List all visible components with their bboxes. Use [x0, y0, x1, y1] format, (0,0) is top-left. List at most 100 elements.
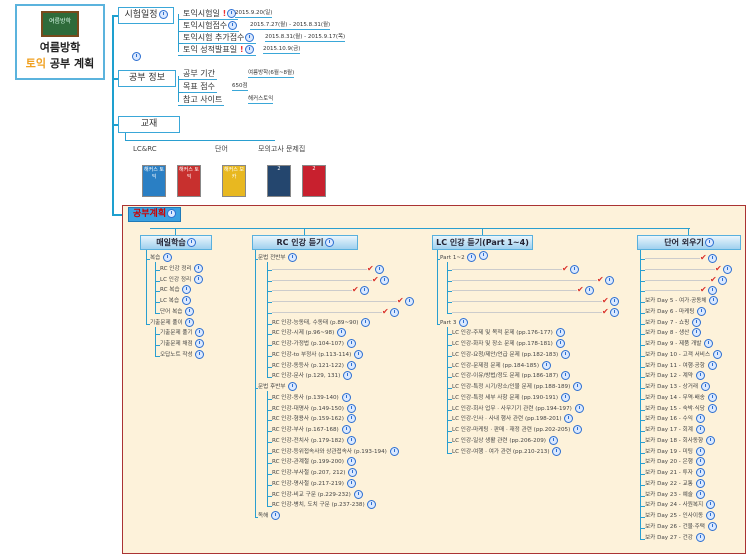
clock-icon[interactable] [181, 296, 191, 305]
task-item[interactable]: RC 인강-동등사 (p.121-122) [272, 360, 356, 371]
task-item[interactable]: RC 인강-관계절 (p.199-200) [272, 457, 356, 467]
task-item[interactable]: LC 인강-인사 · 사내 행사 관련 (pp.198-201) [452, 414, 574, 424]
task-item[interactable]: RC 인강-가정법 (p.104-107) [272, 339, 356, 349]
clock-icon[interactable] [346, 339, 356, 348]
topic-schedule[interactable]: 시험일정 [118, 7, 174, 24]
task-item[interactable]: RC 인강-부사절 (p.207, 212) [272, 468, 358, 478]
clock-icon[interactable] [704, 339, 714, 348]
clock-icon[interactable] [695, 478, 705, 488]
clock-icon[interactable] [346, 435, 356, 445]
completed-task[interactable]: ✔ [272, 285, 369, 296]
clock-icon[interactable] [346, 403, 356, 413]
task-item[interactable]: LC 인강-요청/제안/언급 문제 (pp.182-183) [452, 349, 571, 360]
task-item[interactable]: RC 인강-대명사 (p.149-150) [272, 403, 356, 414]
clock-icon[interactable] [346, 478, 356, 488]
task-item[interactable]: RC 인강-전치사 (p.179-182) [272, 435, 356, 446]
clock-icon[interactable] [195, 339, 205, 348]
task-item[interactable]: 복습 [150, 253, 173, 263]
clock-icon[interactable] [552, 446, 562, 456]
task-item[interactable]: 보카 Day 16 - 수익 [645, 414, 705, 424]
topic-study-info[interactable]: 공부 정보 [118, 70, 176, 87]
clock-icon[interactable] [707, 360, 717, 370]
task-item[interactable]: 단어 복습 [160, 306, 195, 317]
clock-icon[interactable] [695, 414, 705, 424]
clock-icon[interactable] [158, 10, 168, 19]
clock-icon[interactable] [227, 9, 237, 18]
clock-icon[interactable] [341, 425, 351, 434]
schedule-item[interactable]: 토익시험일 ! [183, 8, 239, 20]
root-topic[interactable]: 여름방학 여름방학 토익 공부 계획 [15, 4, 141, 80]
clock-icon[interactable] [707, 521, 717, 531]
task-item[interactable]: LC 복습 [160, 296, 191, 306]
task-item[interactable]: 보카 Day 26 - 건물·주택 [645, 521, 717, 532]
clock-icon[interactable] [707, 254, 717, 263]
clock-icon[interactable] [709, 296, 719, 305]
task-item[interactable]: 보카 Day 23 - 예술 [645, 489, 705, 500]
completed-task[interactable]: ✔ [645, 253, 717, 264]
task-item[interactable]: 보카 Day 21 - 투자 [645, 468, 705, 478]
clock-icon[interactable] [361, 317, 371, 327]
task-item[interactable]: RC 인강-시제 (p.96~98) [272, 328, 347, 338]
clock-icon[interactable] [374, 264, 384, 274]
task-item[interactable]: 보카 Day 20 - 은행 [645, 457, 705, 467]
clock-icon[interactable] [367, 500, 377, 510]
task-item[interactable]: LC 인강-마케팅 · 판매 · 재정 관련 (pp.202-205) [452, 425, 583, 435]
clock-icon[interactable] [705, 511, 715, 520]
clock-icon[interactable] [604, 275, 614, 285]
clock-icon[interactable] [467, 253, 477, 262]
task-item[interactable]: 보카 Day 15 - 숙박·식당 [645, 403, 717, 414]
task-item[interactable]: Part 3 [440, 317, 469, 328]
task-item[interactable]: 기출문제 채점 [160, 339, 205, 349]
completed-task[interactable]: ✔ [452, 296, 619, 307]
task-item[interactable]: 기출문제 풀이 [150, 317, 195, 328]
task-item[interactable]: RC 인강-비교 구문 (p.229-232) [272, 489, 363, 500]
clock-icon[interactable] [564, 414, 574, 424]
task-item[interactable]: LC 인강-여행 · 여가 관련 (pp.210-213) [452, 446, 562, 457]
clock-icon[interactable] [271, 511, 281, 520]
clock-icon[interactable] [193, 274, 203, 284]
completed-task[interactable]: ✔ [452, 264, 579, 275]
completed-task[interactable]: ✔ [645, 285, 717, 296]
topic-books[interactable]: 교재 [118, 116, 180, 133]
clock-icon[interactable] [722, 264, 732, 274]
task-item[interactable]: 보카 Day 9 - 제품 개발 [645, 339, 714, 349]
clock-icon[interactable] [132, 52, 141, 61]
column-header[interactable]: 단어 외우기 [637, 235, 741, 250]
task-item[interactable]: LC 인강-일상 생활 관련 (pp.206-209) [452, 435, 558, 446]
task-item[interactable]: RC 복습 [160, 285, 192, 295]
clock-icon[interactable] [695, 446, 705, 456]
clock-icon[interactable] [705, 435, 715, 445]
clock-icon[interactable] [245, 33, 255, 42]
clock-icon[interactable] [555, 328, 565, 338]
clock-icon[interactable] [574, 403, 584, 413]
clock-icon[interactable] [348, 468, 358, 477]
schedule-item[interactable]: 토익 성적발표일 ! [183, 44, 256, 56]
clock-icon[interactable] [692, 317, 702, 327]
task-item[interactable]: LC 인강 정리 [160, 274, 203, 285]
task-item[interactable]: 보카 Day 5 - 여가·공동체 [645, 296, 719, 306]
column-header[interactable]: RC 인강 듣기 [252, 235, 358, 250]
completed-task[interactable]: ✔ [272, 275, 389, 286]
schedule-item[interactable]: 토익시험접수 [183, 20, 240, 32]
book-group-mock[interactable]: 모의고사 문제집 [258, 145, 306, 153]
clock-icon[interactable] [704, 238, 714, 247]
task-item[interactable]: 문법 후반부 [258, 382, 298, 392]
task-item[interactable]: RC 인강-to 부정사 (p.113-114) [272, 349, 364, 360]
task-item[interactable]: 독해 [258, 511, 281, 521]
task-item[interactable]: LC 인강-화자 및 장소 문제 (pp.178-181) [452, 339, 565, 349]
task-item[interactable]: RC 인강-동사 (p.139-140) [272, 392, 351, 403]
clock-icon[interactable] [609, 297, 619, 306]
clock-icon[interactable] [712, 349, 722, 359]
clock-icon[interactable] [584, 286, 594, 296]
clock-icon[interactable] [346, 457, 356, 467]
clock-icon[interactable] [228, 21, 238, 30]
clock-icon[interactable] [185, 317, 195, 327]
clock-icon[interactable] [195, 328, 205, 338]
clock-icon[interactable] [163, 253, 173, 262]
task-item[interactable]: 보카 Day 7 - 쇼핑 [645, 317, 702, 328]
task-item[interactable]: LC 인강-특정 세부 사항 문제 (pp.190-191) [452, 392, 570, 403]
clock-icon[interactable] [186, 238, 196, 247]
clock-icon[interactable] [697, 306, 707, 316]
clock-icon[interactable] [705, 500, 715, 510]
clock-icon[interactable] [561, 349, 571, 359]
